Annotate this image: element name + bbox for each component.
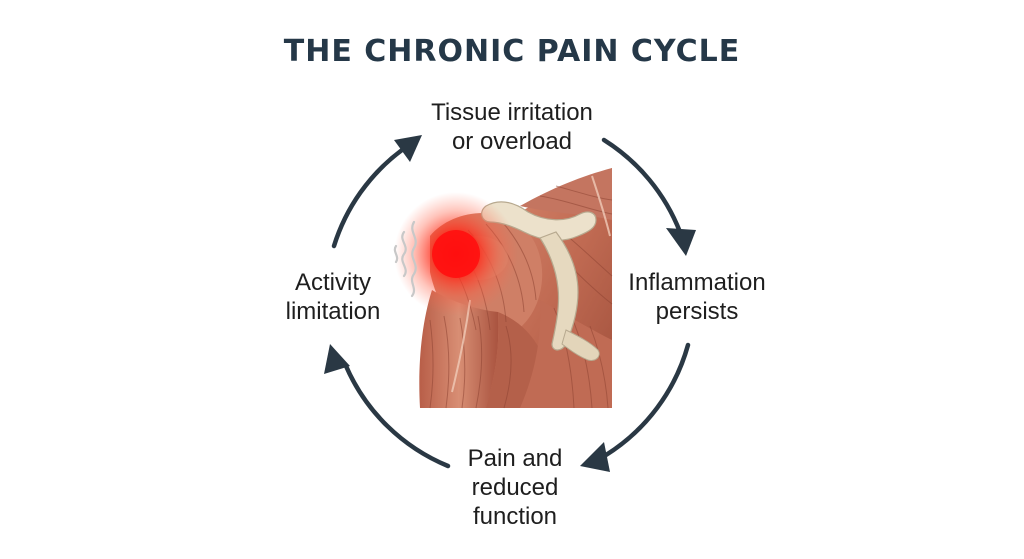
arrow-head-bottom xyxy=(580,442,610,472)
stage-line: Pain and xyxy=(467,445,563,472)
pain-lines xyxy=(393,220,417,298)
stage-line: function xyxy=(472,503,558,530)
cycle-arrows xyxy=(331,137,691,469)
shoulder-illustration xyxy=(393,168,613,409)
diagram-title: THE CHRONIC PAIN CYCLE xyxy=(283,34,741,69)
arrow-head-left xyxy=(324,344,350,374)
arrow-left-to-top xyxy=(331,147,405,249)
arrow-top-to-right xyxy=(601,137,683,235)
arrow-head-top xyxy=(394,135,422,162)
stage-line: Tissue irritation xyxy=(431,99,593,126)
stage-pain-reduced-function: Pain and reduced function xyxy=(440,444,590,531)
stage-line: or overload xyxy=(451,128,573,155)
stage-line: Inflammation xyxy=(628,269,766,296)
stage-line: limitation xyxy=(285,298,381,325)
stage-activity-limitation: Activity limitation xyxy=(258,268,408,326)
arrow-head-right xyxy=(666,228,696,256)
stage-tissue-irritation: Tissue irritation or overload xyxy=(412,98,612,156)
stage-line: reduced xyxy=(471,474,559,501)
stage-line: Activity xyxy=(294,269,371,296)
arrow-bottom-to-left xyxy=(343,363,451,469)
arrow-heads xyxy=(324,135,696,472)
arrow-right-to-bottom xyxy=(603,342,691,458)
stage-line: persists xyxy=(655,298,739,325)
stage-inflammation: Inflammation persists xyxy=(612,268,782,326)
